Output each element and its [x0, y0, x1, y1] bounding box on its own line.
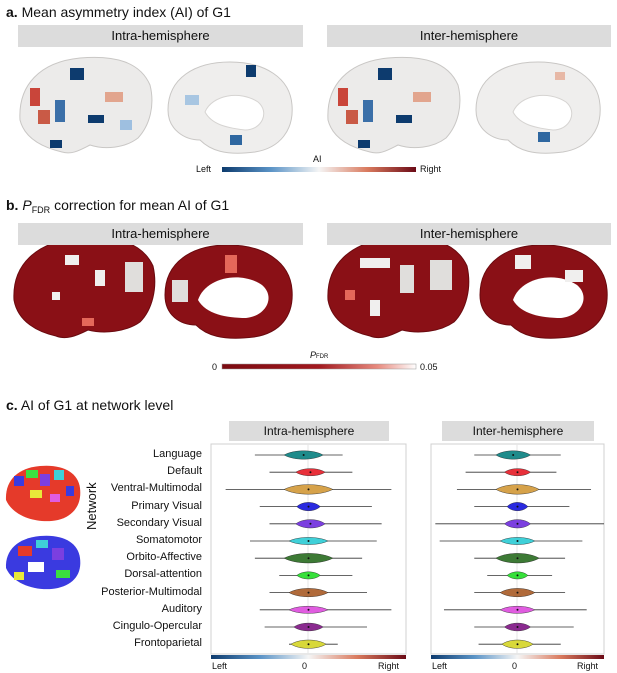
panel-c-header-intra: Intra-hemisphere [229, 421, 389, 441]
brain-b-inter-lateral [327, 236, 470, 339]
violin-median [307, 574, 310, 577]
ai-colorbar-label: AI [313, 154, 322, 164]
axis-intra-mid: 0 [302, 661, 308, 671]
network-atlas-lateral [5, 465, 81, 522]
network-label: Secondary Visual [116, 516, 202, 529]
pfdr-colorbar-label: PFDR [310, 350, 328, 360]
violin-median [516, 591, 519, 594]
violin-median [516, 505, 519, 508]
network-label: Auditory [161, 602, 202, 615]
panel-c-header-inter: Inter-hemisphere [442, 421, 594, 441]
network-atlas-medial [5, 535, 81, 590]
axis-inter-right: Right [577, 661, 599, 671]
axis-gradient-intra [211, 655, 406, 659]
violin-median [307, 591, 310, 594]
network-label: Primary Visual [131, 499, 202, 512]
axis-intra-left: Left [212, 661, 228, 671]
panel-b-header-intra: Intra-hemisphere [18, 223, 303, 245]
violin-median [516, 471, 519, 474]
violin-median [516, 574, 519, 577]
brain-a-inter-lateral [327, 56, 461, 154]
axis-inter-mid: 0 [512, 661, 518, 671]
panel-b-title: b. PFDR correction for mean AI of G1 [6, 197, 229, 215]
brain-b-intra-lateral [13, 236, 156, 339]
violin-median [516, 522, 519, 525]
violin-median [516, 488, 519, 491]
network-label: Default [167, 465, 202, 478]
axis-inter-left: Left [432, 661, 448, 671]
ai-colorbar [222, 167, 416, 172]
violin-median [516, 626, 519, 628]
panel-a-title-text: Mean asymmetry index (AI) of G1 [21, 4, 231, 20]
panel-a-header-inter: Inter-hemisphere [327, 25, 611, 47]
panel-b-title-sub: FDR [31, 205, 51, 215]
violin-median [516, 540, 519, 542]
violin-median [307, 540, 310, 542]
violin-median [307, 505, 310, 508]
network-label: Posterior-Multimodal [101, 585, 202, 598]
violins-inter [435, 450, 604, 649]
pfdr-label-p: P [310, 350, 317, 360]
violin-median [307, 643, 310, 646]
panel-b-letter: b. [6, 197, 19, 213]
ai-colorbar-left: Left [196, 164, 212, 174]
panel-b-title-rest: correction for mean AI of G1 [50, 197, 230, 213]
brain-b-inter-medial [479, 244, 608, 339]
panel-b-title-p: P [22, 197, 32, 213]
panel-b-header-inter: Inter-hemisphere [327, 223, 611, 245]
network-label: Ventral-Multimodal [110, 482, 202, 495]
brain-b-intra-medial [164, 244, 293, 339]
violin-median [516, 608, 519, 611]
pfdr-colorbar [221, 363, 417, 370]
violin-median [516, 557, 519, 560]
panel-c-title: c. AI of G1 at network level [6, 397, 173, 413]
network-label: Dorsal-attention [124, 568, 202, 581]
violin-median [307, 608, 310, 611]
violins-intra [225, 450, 392, 649]
brain-a-intra-medial [167, 61, 293, 154]
brain-a-inter-medial [475, 61, 601, 154]
violin-median [307, 557, 310, 560]
violin-median [307, 488, 310, 491]
violin-median [516, 643, 519, 646]
axis-intra-right: Right [378, 661, 400, 671]
violin-median [302, 454, 305, 456]
panel-c-title-text: AI of G1 at network level [20, 397, 174, 413]
violin-median [309, 522, 312, 525]
network-label: Somatomotor [135, 534, 202, 546]
pfdr-colorbar-min: 0 [212, 362, 218, 372]
brain-a-intra-lateral [19, 56, 153, 154]
violin-median [512, 454, 515, 456]
violin-median [307, 626, 310, 628]
panel-c-letter: c. [6, 397, 18, 413]
network-label: Orbito-Affective [126, 551, 202, 564]
ai-colorbar-right: Right [420, 164, 442, 174]
panel-a-letter: a. [6, 4, 18, 20]
network-label: Cingulo-Opercular [112, 620, 202, 632]
violin-median [309, 471, 312, 474]
pfdr-colorbar-max: 0.05 [420, 362, 438, 372]
axis-gradient-inter [431, 655, 604, 659]
network-label: Frontoparietal [134, 637, 202, 650]
pfdr-label-sub: FDR [316, 354, 329, 360]
network-label: Language [153, 448, 202, 460]
panel-a-header-intra: Intra-hemisphere [18, 25, 303, 47]
panel-a-title: a. Mean asymmetry index (AI) of G1 [6, 4, 231, 20]
